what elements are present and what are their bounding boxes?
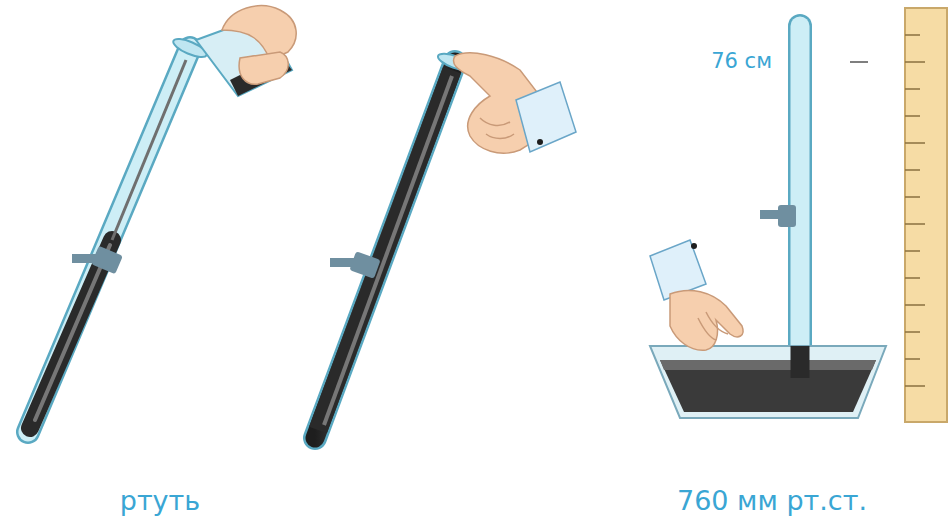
hand-release xyxy=(650,240,743,350)
ruler xyxy=(905,8,947,422)
height-label: 76 см xyxy=(711,50,772,73)
substance-label: ртуть xyxy=(120,486,201,516)
tube-closed xyxy=(315,50,474,438)
tube-inverted xyxy=(760,26,868,372)
beaker-hand xyxy=(196,6,296,96)
tube-filling xyxy=(28,35,209,432)
hand-finger xyxy=(453,53,576,153)
mercury-dish xyxy=(650,346,886,418)
pressure-label: 760 мм рт.ст. xyxy=(677,486,867,516)
